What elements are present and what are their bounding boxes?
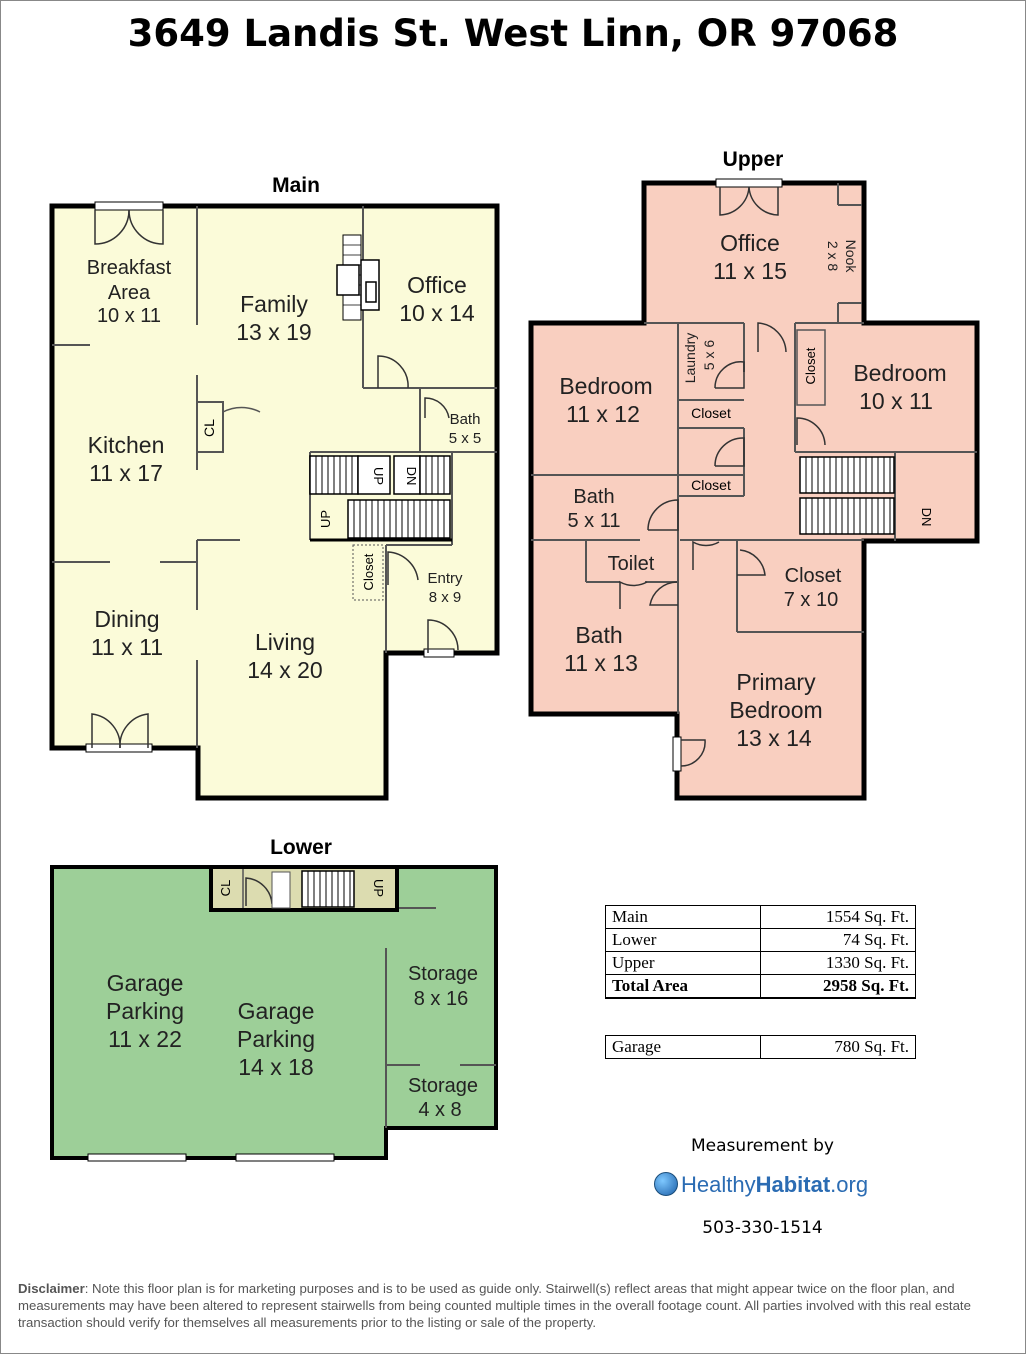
- area-value: 780 Sq. Ft.: [760, 1035, 916, 1059]
- room-garage1-dims: 11 x 22: [108, 1026, 182, 1052]
- room-storage1-dims: 8 x 16: [414, 988, 468, 1010]
- garage-area-table: Garage 780 Sq. Ft.: [605, 1035, 916, 1059]
- room-office-name: Office: [407, 272, 467, 298]
- room-bath2-name: Bath: [575, 622, 622, 648]
- room-entry-dims: 8 x 9: [429, 589, 462, 606]
- room-storage2-dims: 4 x 8: [418, 1099, 461, 1121]
- room-bath1-dims: 5 x 11: [568, 510, 621, 532]
- area-value: 1330 Sq. Ft.: [760, 951, 916, 975]
- area-value: 2958 Sq. Ft.: [760, 974, 916, 999]
- room-bath-name: Bath: [450, 411, 481, 428]
- room-storage2-name: Storage: [408, 1075, 478, 1097]
- lower-up-label: UP: [371, 879, 386, 897]
- main-stairs-top: UP DN: [309, 455, 451, 495]
- room-dining-name: Dining: [94, 606, 159, 632]
- room-bath2-dims: 11 x 13: [564, 650, 638, 676]
- area-value: 1554 Sq. Ft.: [760, 905, 916, 929]
- room-bath1-name: Bath: [573, 486, 614, 508]
- measurement-by-text: Measurement by: [691, 1136, 834, 1156]
- room-living-dims: 14 x 20: [247, 657, 322, 683]
- area-label: Upper: [605, 951, 761, 975]
- area-summary-table: Main 1554 Sq. Ft. Lower 74 Sq. Ft. Upper…: [605, 905, 916, 999]
- upper-floor-label: Upper: [723, 148, 784, 171]
- room-laundry-name: Laundry: [682, 333, 698, 384]
- lower-stairs: CL UP: [209, 865, 399, 912]
- table-row: Upper 1330 Sq. Ft.: [605, 951, 916, 975]
- room-bedroom2-dims: 10 x 11: [859, 388, 933, 414]
- table-row-total: Total Area 2958 Sq. Ft.: [605, 974, 916, 999]
- room-bath-dims: 5 x 5: [449, 430, 482, 447]
- lower-interior-walls: [385, 907, 496, 1128]
- main-stairs-bottom: UP: [310, 499, 452, 542]
- main-stairs-up-label: UP: [371, 467, 386, 485]
- main-cl-label: CL: [201, 419, 217, 437]
- room-garage2-dims: 14 x 18: [238, 1054, 313, 1080]
- area-label: Total Area: [605, 974, 761, 999]
- lower-cl-label: CL: [218, 880, 233, 897]
- room-laundry-dims: 5 x 6: [701, 340, 717, 371]
- room-nook-name: Nook: [843, 240, 859, 274]
- room-garage2-name-1: Garage: [238, 998, 315, 1024]
- disclaimer-text: Disclaimer: Note this floor plan is for …: [18, 1281, 971, 1330]
- main-floor: Main CL: [49, 174, 500, 801]
- table-row: Garage 780 Sq. Ft.: [605, 1035, 916, 1059]
- upper-doors: [619, 178, 826, 772]
- room-breakfast-name-2: Area: [108, 282, 151, 304]
- upper-floor: Upper: [528, 148, 980, 801]
- main-floor-label: Main: [272, 174, 320, 197]
- upper-stairs: DN: [799, 456, 934, 535]
- upper-closet-label-1: Closet: [691, 405, 731, 421]
- upper-stairs-dn-label: DN: [919, 508, 934, 527]
- main-stairs-up2-label: UP: [318, 510, 333, 528]
- room-entry-name: Entry: [427, 570, 463, 587]
- globe-icon: [654, 1172, 678, 1196]
- room-dining-dims: 11 x 11: [91, 634, 163, 660]
- room-bedroom2-name: Bedroom: [853, 360, 946, 386]
- lower-floor: Lower CL UP Garage Parking 11 x 22: [50, 836, 498, 1162]
- area-label: Lower: [605, 928, 761, 952]
- room-family-name: Family: [240, 291, 308, 317]
- main-room-labels: Breakfast Area 10 x 11 Family 13 x 19 Of…: [87, 257, 482, 683]
- room-primary-dims: 13 x 14: [736, 725, 812, 751]
- page-title: 3649 Landis St. West Linn, OR 97068: [127, 12, 899, 55]
- table-row: Main 1554 Sq. Ft.: [605, 905, 916, 929]
- room-storage1-name: Storage: [408, 963, 478, 985]
- room-family-dims: 13 x 19: [236, 319, 311, 345]
- room-breakfast-dims: 10 x 11: [97, 305, 161, 327]
- area-value: 74 Sq. Ft.: [760, 928, 916, 952]
- main-stairs-dn-label: DN: [404, 467, 419, 486]
- room-closet-big-dims: 7 x 10: [784, 589, 838, 611]
- table-row: Lower 74 Sq. Ft.: [605, 928, 916, 952]
- main-doors: [85, 201, 459, 753]
- main-closet-label: Closet: [361, 553, 376, 590]
- upper-closet-label-3: Closet: [803, 347, 818, 384]
- phone-number: 503-330-1514: [702, 1218, 823, 1238]
- lower-room-labels: Garage Parking 11 x 22 Garage Parking 14…: [106, 963, 478, 1121]
- room-garage1-name-1: Garage: [107, 970, 184, 996]
- upper-room-labels: Office 11 x 15 Nook 2 x 8 Bedroom 11 x 1…: [559, 230, 946, 751]
- room-bedroom1-name: Bedroom: [559, 373, 652, 399]
- lower-floor-label: Lower: [270, 836, 332, 859]
- room-office-dims: 10 x 14: [399, 300, 475, 326]
- room-closet-big-name: Closet: [785, 565, 842, 587]
- room-garage1-name-2: Parking: [106, 998, 184, 1024]
- room-nook-dims: 2 x 8: [825, 241, 841, 272]
- fireplace-icon: [336, 234, 380, 321]
- room-garage2-name-2: Parking: [237, 1026, 315, 1052]
- room-living-name: Living: [255, 629, 315, 655]
- room-upper-office-dims: 11 x 15: [713, 258, 787, 284]
- room-kitchen-name: Kitchen: [88, 432, 165, 458]
- room-kitchen-dims: 11 x 17: [89, 460, 163, 486]
- room-primary-name-2: Bedroom: [729, 697, 822, 723]
- room-toilet-name: Toilet: [608, 553, 655, 575]
- healthy-habitat-logo: HealthyHabitat.org: [654, 1172, 868, 1198]
- upper-closet-label-2: Closet: [691, 477, 731, 493]
- room-primary-name-1: Primary: [736, 669, 816, 695]
- room-upper-office-name: Office: [720, 230, 780, 256]
- area-label: Garage: [605, 1035, 761, 1059]
- room-breakfast-name-1: Breakfast: [87, 257, 172, 279]
- room-bedroom1-dims: 11 x 12: [566, 401, 640, 427]
- area-label: Main: [605, 905, 761, 929]
